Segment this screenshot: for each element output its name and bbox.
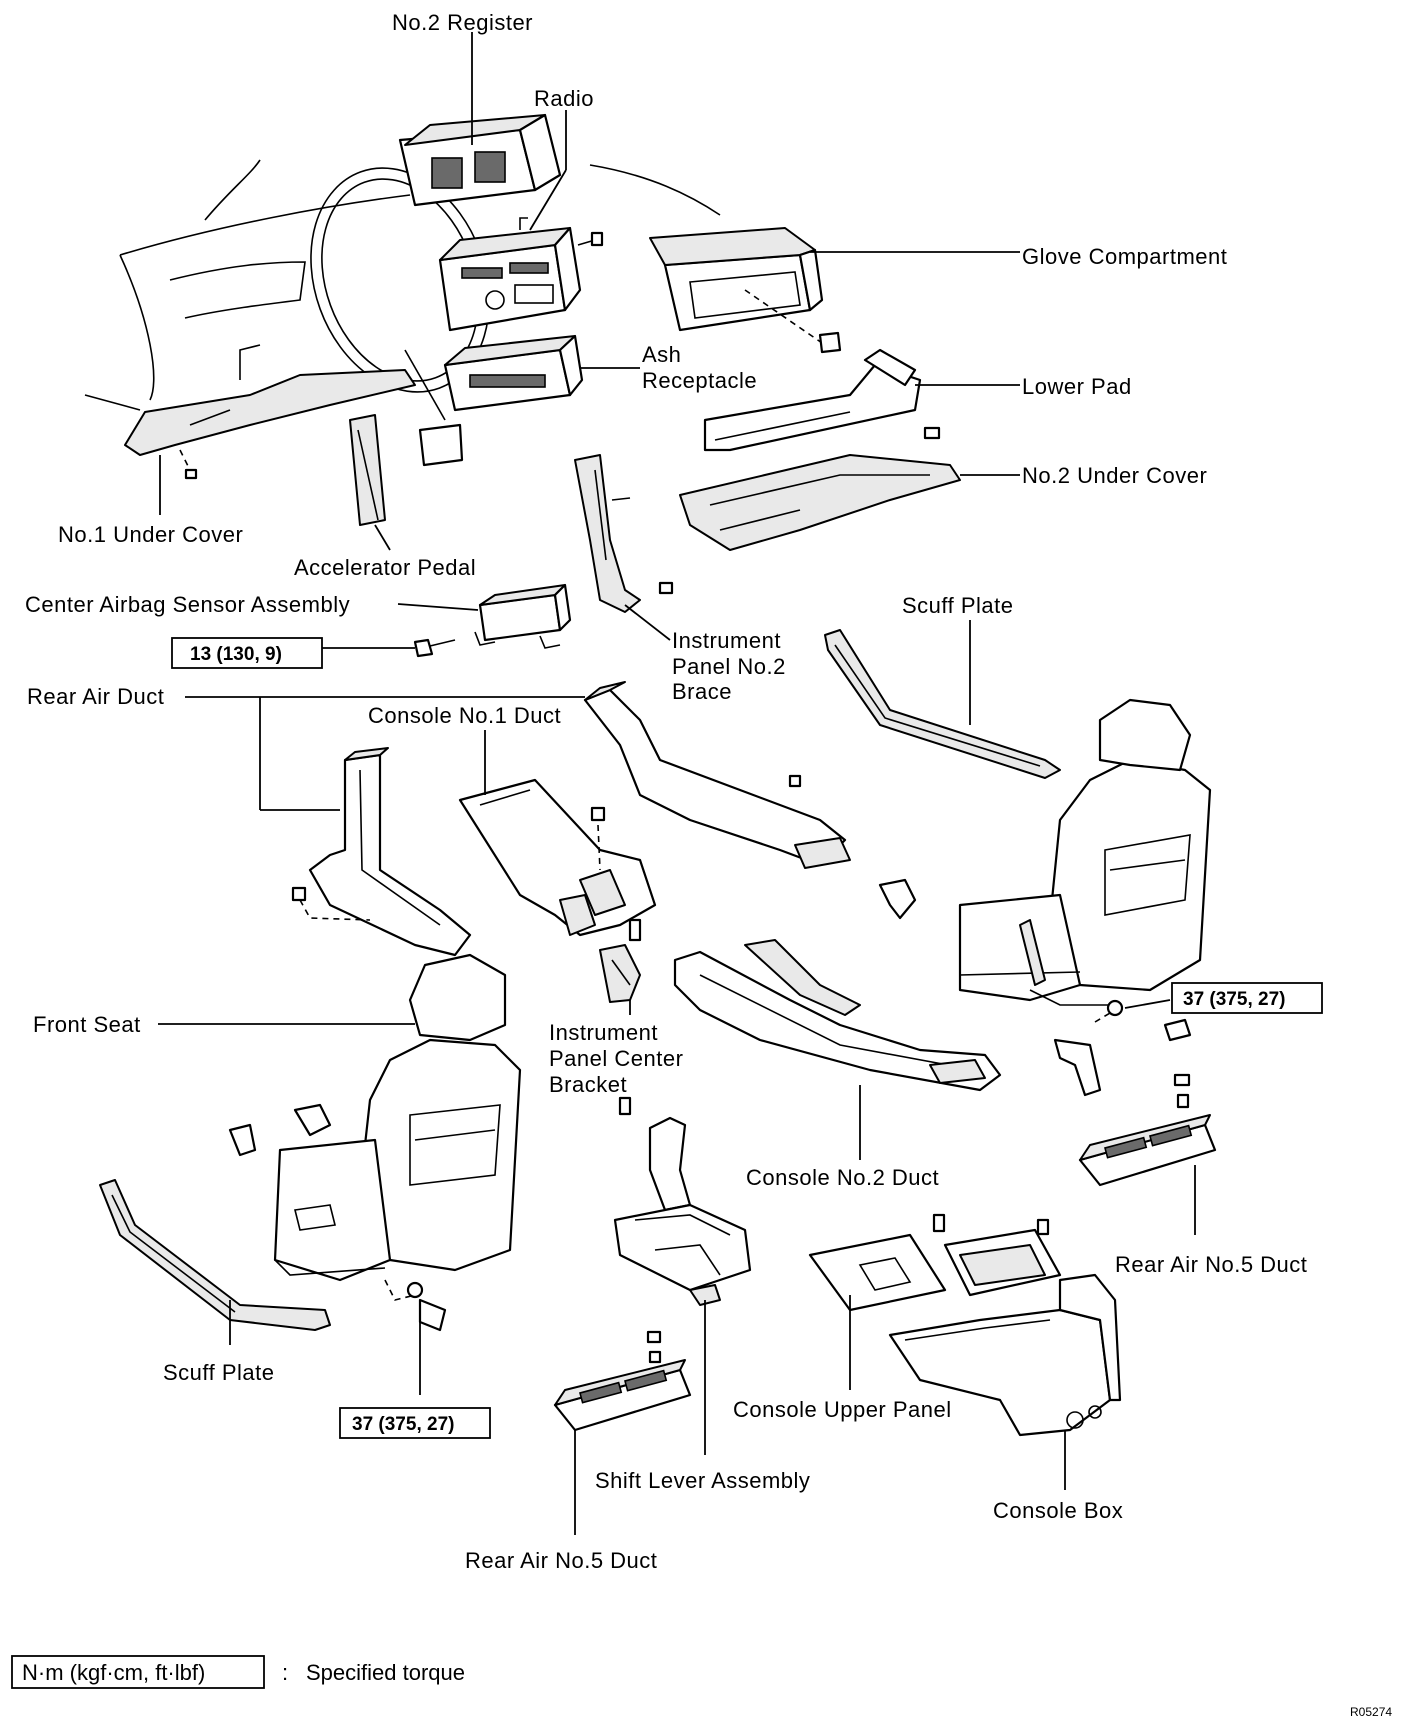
label-scuff-plate-top: Scuff Plate [902,593,1014,618]
glove-compartment-part [649,227,842,354]
label-ip-center-bracket-line1: Instrument [549,1020,658,1045]
label-scuff-plate-bottom: Scuff Plate [163,1360,275,1385]
label-ip-center-bracket-line2: Panel Center [549,1046,683,1071]
label-accelerator-pedal: Accelerator Pedal [294,555,476,580]
shift-lever-assembly-part [613,1096,752,1306]
right-seat-bracket-part [1053,1038,1191,1109]
torque-specs: 13 (130, 9) 37 (375, 27) 37 (375, 27) [171,637,1323,1439]
label-console-no1-duct: Console No.1 Duct [368,703,561,728]
instrument-panel-center-bracket-part [599,918,642,1003]
label-ip-no2-brace-line1: Instrument [672,628,781,653]
label-glove-compartment: Glove Compartment [1022,244,1227,269]
lower-pad-part [703,348,941,452]
scuff-plate-bottom-part [99,1179,331,1331]
label-no2-register: No.2 Register [392,10,533,35]
rear-air-no5-duct-right-part [1078,1114,1217,1187]
no1-under-cover-part [84,344,416,480]
label-no2-under-cover: No.2 Under Cover [1022,463,1207,488]
label-shift-lever-assembly: Shift Lever Assembly [595,1468,810,1493]
label-rear-air-duct: Rear Air Duct [27,684,164,709]
console-no1-duct-part [458,778,657,937]
torque-airbag-sensor: 13 (130, 9) [190,644,282,665]
leader-lines [158,32,1196,1535]
left-front-seat-part [273,953,522,1301]
console-box-part [888,1213,1122,1437]
torque-legend: N·m (kgf·cm, ft·lbf) : Specified torque [11,1655,465,1689]
scuff-plate-top-part [824,629,1061,779]
label-console-box: Console Box [993,1498,1123,1523]
label-no1-under-cover: No.1 Under Cover [58,522,243,547]
center-airbag-sensor-part [413,583,572,658]
torque-box-left-seat [339,1407,491,1439]
label-console-upper-panel: Console Upper Panel [733,1397,952,1422]
label-center-airbag-sensor: Center Airbag Sensor Assembly [25,592,350,617]
label-front-seat: Front Seat [33,1012,141,1037]
label-ip-no2-brace-line2: Panel No.2 [672,654,786,679]
torque-right-seat: 37 (375, 27) [1183,989,1285,1010]
instrument-panel-no2-brace-part [574,454,674,613]
console-upper-panel-part [808,1233,947,1312]
console-no2-duct-part [673,939,1002,1092]
part-labels: No.2 Register Radio Glove Compartment As… [25,10,1307,1573]
label-rear-air-no5-duct-bottom: Rear Air No.5 Duct [465,1548,657,1573]
label-ash-receptacle-line1: Ash [642,342,681,367]
rear-air-duct-part [291,747,472,957]
legend-units: N·m (kgf·cm, ft·lbf) [22,1660,205,1685]
no2-register-part [398,113,562,207]
accelerator-pedal-part [349,414,464,526]
label-rear-air-no5-duct-right: Rear Air No.5 Duct [1115,1252,1307,1277]
legend-units-box [11,1655,265,1689]
center-floor-duct-part [583,681,851,869]
torque-left-seat: 37 (375, 27) [352,1414,454,1435]
label-ip-no2-brace-line3: Brace [672,679,732,704]
legend-meaning: Specified torque [306,1660,465,1685]
legend-separator: : [282,1660,288,1685]
torque-box-airbag-sensor [171,637,323,669]
rear-air-no5-duct-bottom-part [553,1330,692,1432]
label-console-no2-duct: Console No.2 Duct [746,1165,939,1190]
label-ip-center-bracket-line3: Bracket [549,1072,627,1097]
right-front-seat-part [958,698,1212,1023]
label-radio: Radio [534,86,594,111]
label-lower-pad: Lower Pad [1022,374,1132,399]
torque-box-right-seat [1171,982,1323,1014]
ash-receptacle-part [443,334,584,412]
label-ash-receptacle-line2: Receptacle [642,368,757,393]
radio-part [438,217,604,332]
no2-under-cover-part [679,454,961,551]
figure-code: R05274 [1350,1705,1392,1719]
